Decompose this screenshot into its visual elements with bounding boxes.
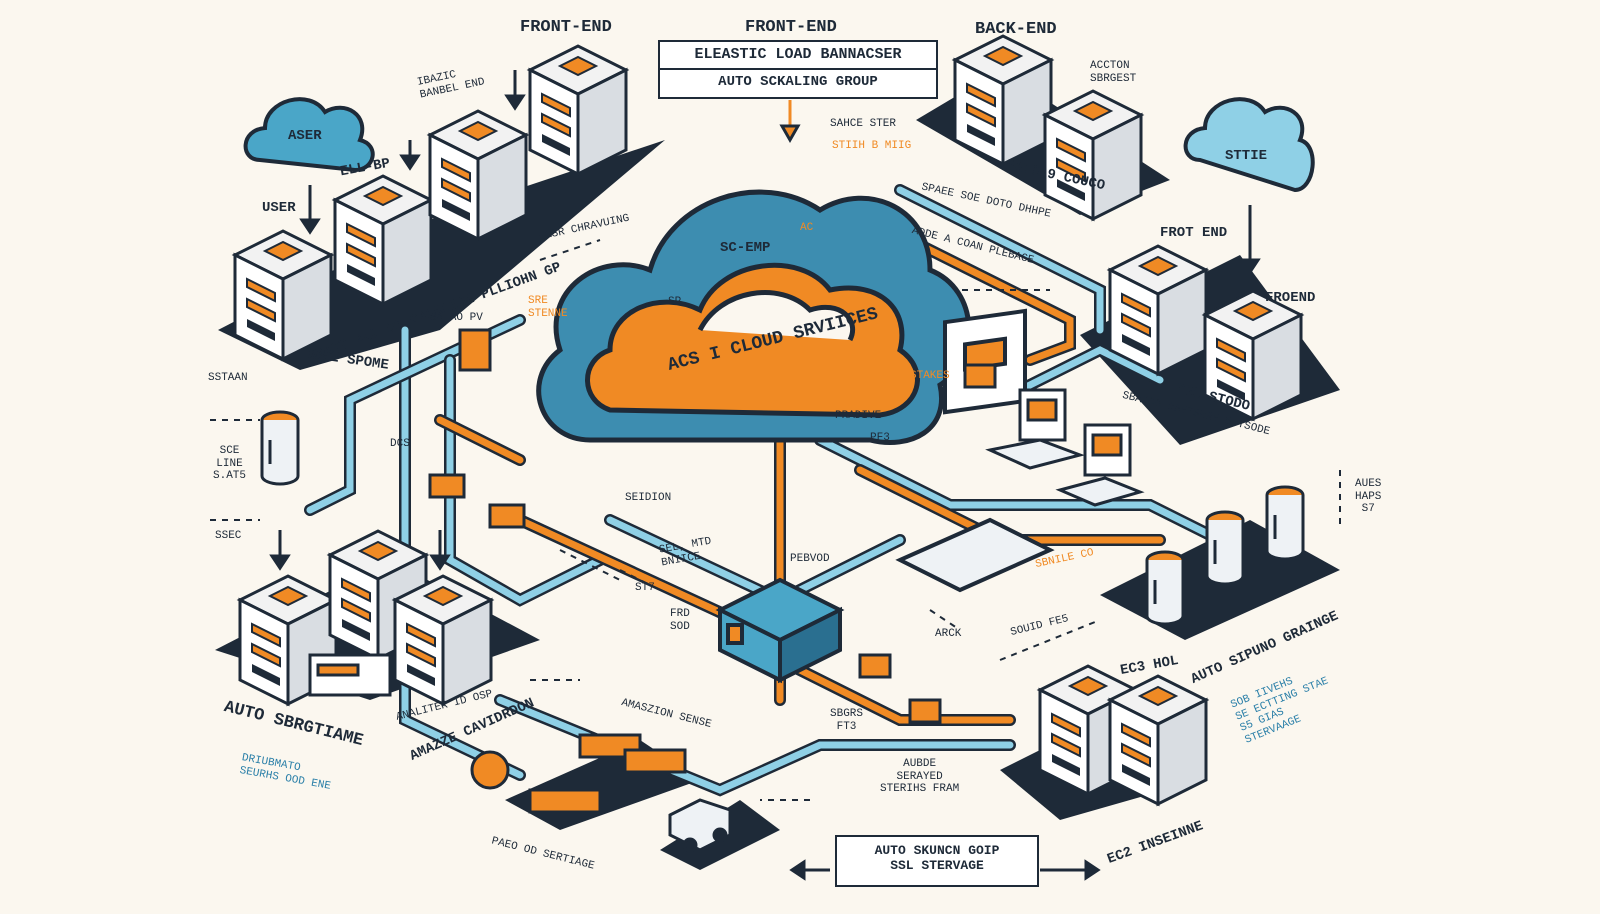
label-sa-ao: SA AO PV [430, 312, 483, 324]
server-backend-2 [1043, 89, 1143, 221]
label-pradive: PRADIVE [835, 410, 882, 422]
asg-title: AUTO SCKALING GROUP [718, 74, 878, 90]
label-sstaan: SSTAAN [208, 372, 248, 384]
label-action-subnet: ACCTON SBRGEST [1090, 60, 1137, 85]
label-dcs: DCS [390, 438, 410, 450]
label-sre-stenne: SRE STENNE [528, 295, 568, 320]
server-autoscale-3 [393, 574, 493, 706]
label-sce-line: SCE LINE S.AT5 [213, 445, 247, 483]
label-stih-mig: STIIH B MIIG [832, 140, 912, 152]
laptop-right [1055, 423, 1145, 507]
vehicle-icon [668, 798, 732, 853]
db-right-3 [1265, 485, 1305, 561]
elb-title: ELEASTIC LOAD BANNACSER [660, 42, 936, 70]
label-frontend-top-left: FRONT-END [520, 18, 612, 37]
label-aser-cloud: ASER [288, 128, 322, 144]
label-front-end-right: FROT END [1160, 225, 1228, 241]
db-right-2 [1205, 510, 1245, 586]
db-left [260, 410, 300, 486]
server-elb [333, 174, 433, 306]
label-cloud-sp: SP [668, 296, 682, 308]
server-user [233, 229, 333, 361]
label-sbgrs: SBGRS FT3 [830, 708, 864, 733]
label-site-cloud: STTIE [1225, 148, 1268, 164]
label-user: USER [262, 200, 296, 216]
main-cloud [536, 189, 972, 446]
laptop-top [985, 388, 1085, 470]
label-frd-sod: FRD SOD [670, 608, 690, 633]
label-stakes: STAKES [910, 370, 950, 382]
label-backend-top: BACK-END [975, 20, 1057, 39]
label-ssec: SSEC [215, 530, 242, 542]
label-pf3: PF3 [870, 432, 890, 444]
connectors [308, 328, 997, 814]
label-frontend-top-center: FRONT-END [745, 18, 837, 37]
label-aubde: AUBDE SERAYED STERIHS FRAM [880, 758, 960, 796]
label-aues: AUES HAPS S7 [1355, 478, 1382, 516]
label-st7: ST7 [635, 582, 655, 594]
label-sauce-ster: SAHCE STER [830, 118, 897, 130]
server-ec2-2 [1108, 674, 1208, 806]
elb-asg-box: ELEASTIC LOAD BANNACSER AUTO SCKALING GR… [658, 40, 938, 99]
label-seidion: SEIDION [625, 492, 672, 504]
flow-arrows [269, 70, 1261, 881]
label-auto-skunch: AUTO SKUNCN GOIP [874, 843, 1000, 858]
label-cloud-sc: SC-EMP [720, 240, 771, 256]
connection-pipes-blue [304, 184, 1226, 797]
aser-cloud [243, 97, 375, 173]
server-backend-1 [953, 34, 1053, 166]
router-device [715, 577, 845, 684]
label-pebvod: PEBVOD [790, 553, 830, 565]
site-cloud [1183, 97, 1315, 193]
autoscale-ssl-box: AUTO SKUNCN GOIP SSL STERVAGE [835, 835, 1039, 887]
server-frontend-top [528, 44, 628, 176]
label-ssl-stervage: SSL STERVAGE [890, 858, 984, 873]
label-arck: ARCK [935, 628, 962, 640]
server-basic [428, 109, 528, 241]
label-cloud-ac: AC [800, 222, 814, 234]
db-right-1 [1145, 550, 1185, 626]
server-frontend-right-1 [1108, 244, 1208, 376]
label-froend: FROEND [1265, 290, 1316, 306]
dashed-flows [210, 239, 1341, 801]
